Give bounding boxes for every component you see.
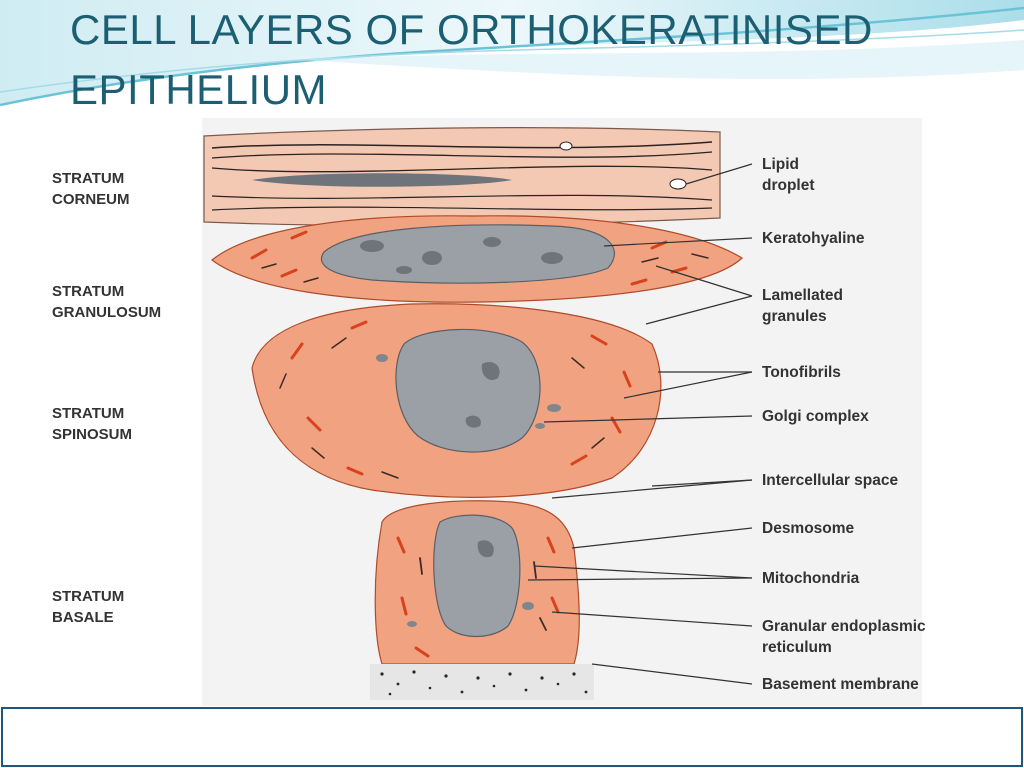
callout-lipid-droplet: Lipid droplet xyxy=(762,154,815,196)
caption-box xyxy=(1,707,1023,767)
layer-label-line-2: GRANULOSUM xyxy=(52,304,162,321)
epithelium-diagram: STRATUM CORNEUM STRATUM GRANULOSUM STRAT… xyxy=(52,118,964,706)
callout-lamellated-granules: Lamellated granules xyxy=(762,285,843,327)
callout-line-2: granules xyxy=(762,308,827,325)
callout-line-1: Lamellated xyxy=(762,287,843,304)
callout-line-1: Granular endoplasmic xyxy=(762,618,926,635)
layer-label-line-2: BASALE xyxy=(52,609,114,626)
header-wave-decoration xyxy=(0,0,1024,107)
layer-label-stratum-granulosum: STRATUM GRANULOSUM xyxy=(52,281,161,323)
callout-tonofibrils: Tonofibrils xyxy=(762,364,841,381)
layer-label-line-1: STRATUM xyxy=(52,170,125,187)
callout-line-1: Lipid xyxy=(762,156,800,173)
layer-label-line-2: CORNEUM xyxy=(52,191,130,208)
callout-line-2: reticulum xyxy=(762,639,832,656)
slide-title-line-2: EPITHELIUM xyxy=(70,66,328,113)
layer-label-stratum-basale: STRATUM BASALE xyxy=(52,586,124,628)
stratum-granulosum-cell xyxy=(211,215,743,303)
callout-leader-lines xyxy=(527,163,753,685)
layer-label-line-1: STRATUM xyxy=(52,283,125,300)
layer-label-line-1: STRATUM xyxy=(52,405,125,422)
lipid-droplet-shape xyxy=(669,178,687,190)
layer-label-line-1: STRATUM xyxy=(52,588,125,605)
layer-label-stratum-spinosum: STRATUM SPINOSUM xyxy=(52,403,132,445)
callout-basement-membrane: Basement membrane xyxy=(762,676,919,693)
callout-mitochondria: Mitochondria xyxy=(762,570,860,587)
basement-membrane-band xyxy=(370,664,594,700)
cell-layer-illustration xyxy=(202,118,922,706)
stratum-basale-cell xyxy=(374,500,580,665)
callout-keratohyaline: Keratohyaline xyxy=(762,230,865,247)
callout-desmosome: Desmosome xyxy=(762,520,855,537)
stratum-spinosum-cell xyxy=(251,303,662,498)
layer-label-line-2: SPINOSUM xyxy=(52,426,133,443)
layer-label-stratum-corneum: STRATUM CORNEUM xyxy=(52,168,130,210)
callout-granular-endoplasmic-reticulum: Granular endoplasmic reticulum xyxy=(762,616,926,658)
callout-line-2: droplet xyxy=(762,177,815,194)
callout-intercellular-space: Intercellular space xyxy=(762,472,899,489)
callout-golgi-complex: Golgi complex xyxy=(762,408,869,425)
slide-title-line-1: CELL LAYERS OF ORTHOKERATINISED xyxy=(70,6,873,53)
stratum-corneum-band xyxy=(203,127,721,227)
